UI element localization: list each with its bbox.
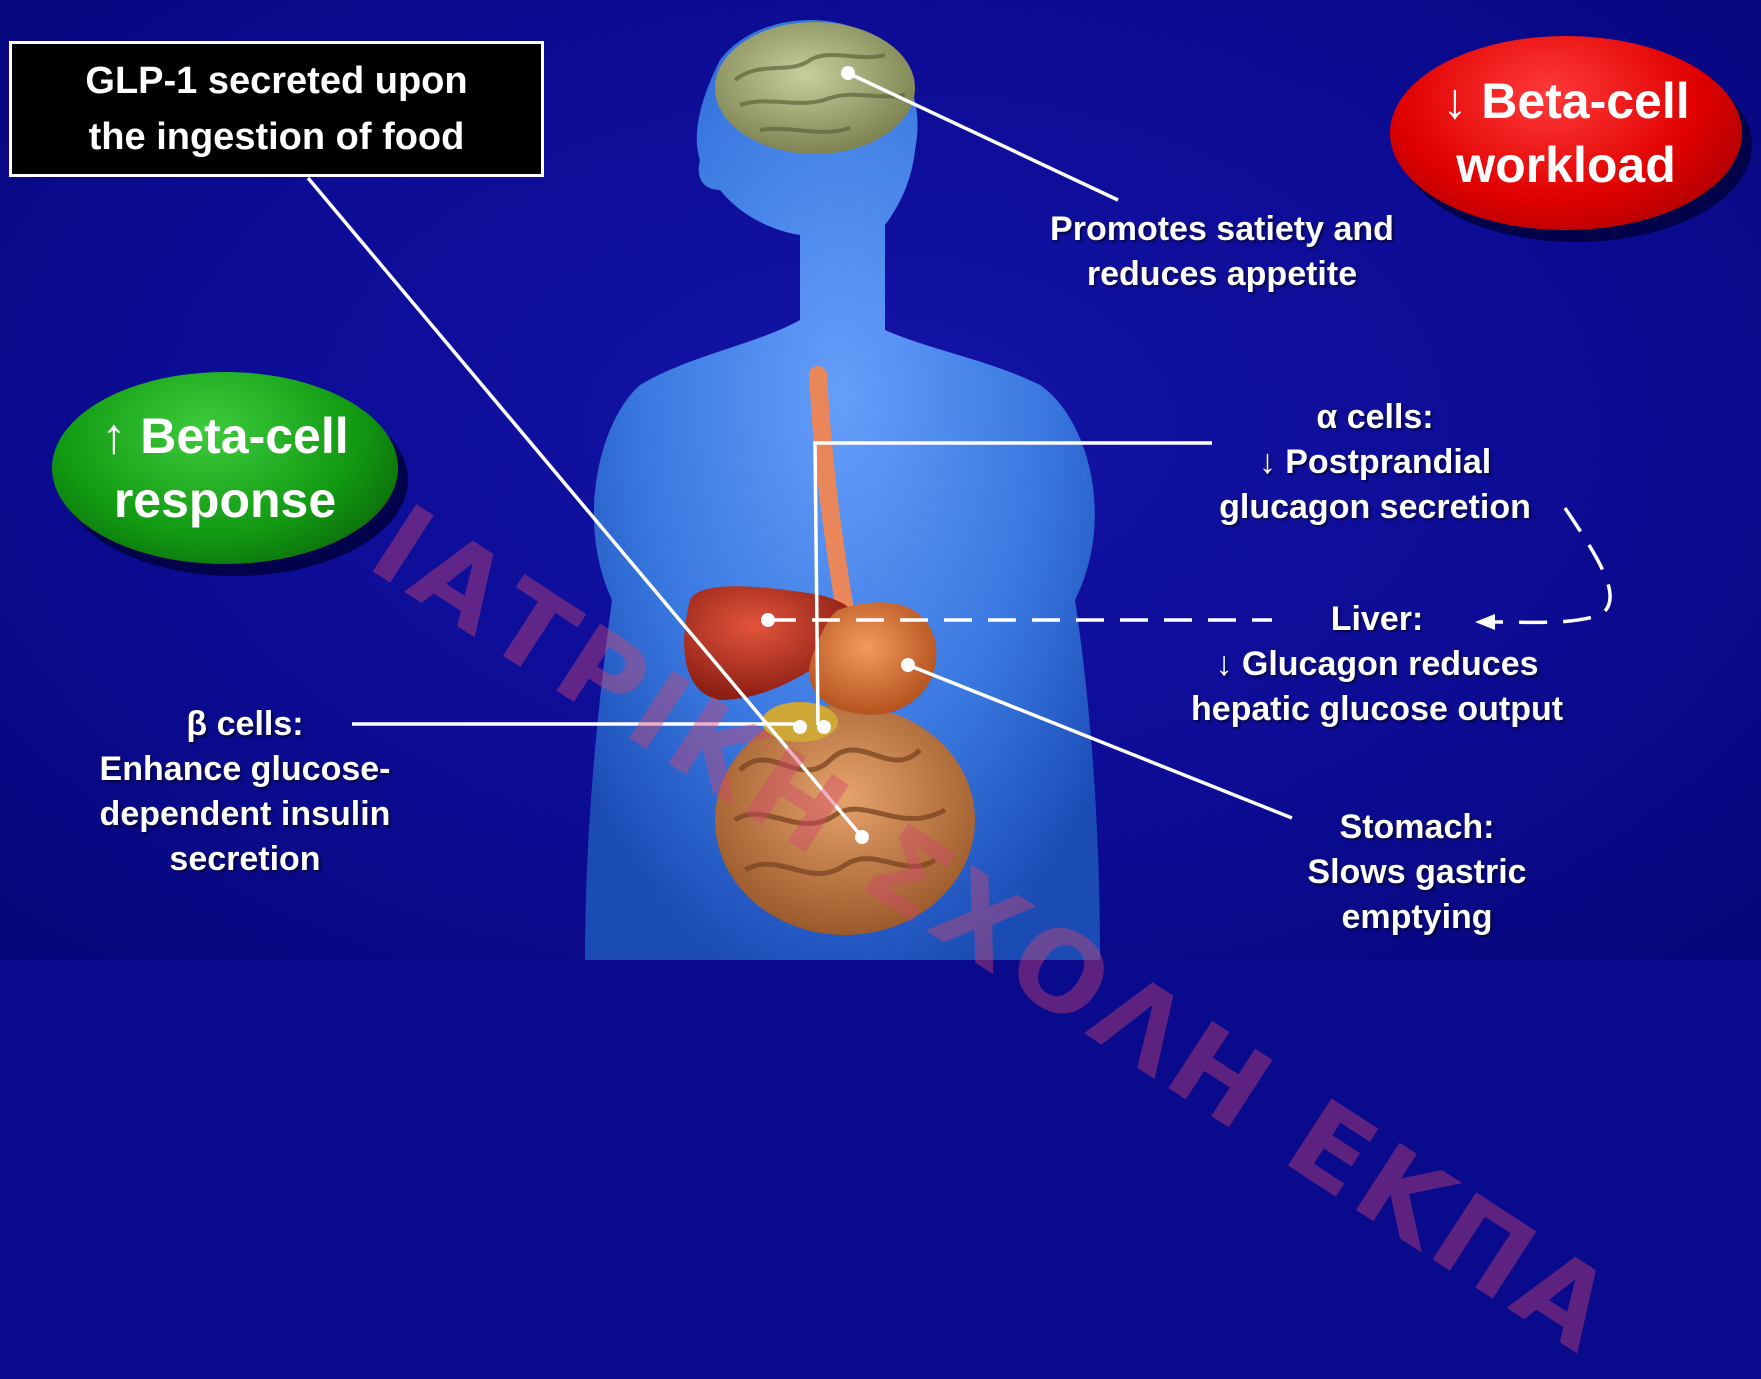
alpha-label-line-2: ↓ Postprandial — [1175, 440, 1575, 485]
beta-cells-label: β cells: Enhance glucose- dependent insu… — [60, 702, 430, 882]
glp1-line-2: the ingestion of food — [12, 109, 541, 165]
liver-label: Liver: ↓ Glucagon reduces hepatic glucos… — [1152, 597, 1602, 732]
beta-label-line-2: Enhance glucose- — [60, 747, 430, 792]
alpha-label-line-3: glucagon secretion — [1175, 485, 1575, 530]
brain-label-line-2: reduces appetite — [1022, 252, 1422, 297]
glp1-line-1: GLP-1 secreted upon — [12, 53, 541, 109]
beta-workload-line-2: workload — [1390, 133, 1742, 197]
beta-label-line-3: dependent insulin — [60, 792, 430, 837]
beta-cell-response-ellipse: ↑ Beta-cell response — [52, 372, 398, 564]
brain-label: Promotes satiety and reduces appetite — [1022, 207, 1422, 297]
beta-label-line-4: secretion — [60, 837, 430, 882]
liver-label-line-3: hepatic glucose output — [1152, 687, 1602, 732]
beta-cell-workload-ellipse: ↓ Beta-cell workload — [1390, 36, 1742, 230]
alpha-label-line-1: α cells: — [1175, 395, 1575, 440]
liver-label-line-2: ↓ Glucagon reduces — [1152, 642, 1602, 687]
beta-response-line-2: response — [52, 468, 398, 532]
liver-label-line-1: Liver: — [1152, 597, 1602, 642]
glp1-box: GLP-1 secreted upon the ingestion of foo… — [9, 41, 544, 177]
beta-workload-line-1: ↓ Beta-cell — [1390, 69, 1742, 133]
stomach-label-line-1: Stomach: — [1222, 805, 1612, 850]
beta-response-line-1: ↑ Beta-cell — [52, 404, 398, 468]
beta-label-line-1: β cells: — [60, 702, 430, 747]
brain — [715, 22, 915, 154]
stomach-label-line-2: Slows gastric — [1222, 850, 1612, 895]
stomach-label: Stomach: Slows gastric emptying — [1222, 805, 1612, 940]
brain-label-line-1: Promotes satiety and — [1022, 207, 1422, 252]
stomach-label-line-3: emptying — [1222, 895, 1612, 940]
alpha-cells-label: α cells: ↓ Postprandial glucagon secreti… — [1175, 395, 1575, 530]
